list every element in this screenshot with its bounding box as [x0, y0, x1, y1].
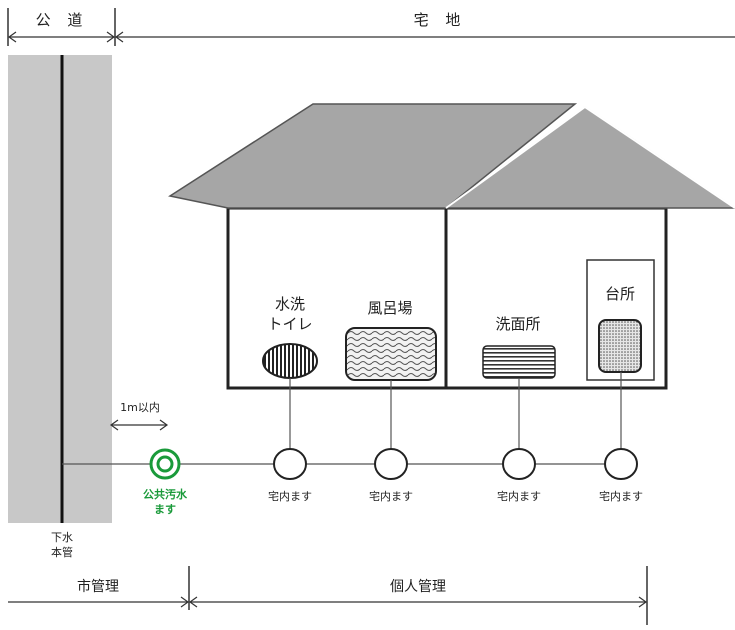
top-dimension [7, 8, 735, 46]
house-basin-label-4: 宅内ます [599, 489, 643, 503]
house [168, 103, 735, 390]
house-basin-2 [374, 448, 408, 480]
bath-label: 風呂場 [367, 299, 412, 317]
city-management-label: 市管理 [77, 578, 119, 595]
house-basin-4 [604, 448, 638, 480]
sewer-main-label-line2: 本管 [51, 545, 73, 559]
house-basin-3 [502, 448, 536, 480]
residential-land-label: 宅 地 [414, 11, 467, 29]
toilet-fixture [262, 343, 318, 379]
distance-label: 1m以内 [120, 400, 160, 414]
house-basin-label-2: 宅内ます [369, 489, 413, 503]
management-dimension [8, 566, 648, 625]
sewer-main-label-line1: 下水 [51, 531, 73, 544]
private-management-label: 個人管理 [390, 579, 446, 595]
toilet-label-line2: トイレ [267, 315, 312, 333]
house-basin-1 [273, 448, 307, 480]
house-basin-label-3: 宅内ます [497, 489, 541, 503]
kitchen-sink-fixture [598, 319, 642, 373]
house-basin-label-1: 宅内ます [268, 489, 312, 503]
drop-pipes [289, 372, 622, 449]
public-road-label: 公 道 [36, 11, 89, 29]
distance-arrow [109, 419, 169, 431]
washbasin-fixture [482, 345, 556, 379]
public-road-strip [8, 55, 112, 523]
bathtub-fixture [345, 327, 437, 381]
public-basin [149, 448, 181, 480]
roof-left [168, 103, 578, 209]
public-basin-label-line2: ます [154, 503, 176, 516]
house-basins [273, 448, 638, 480]
kitchen-label: 台所 [605, 285, 635, 303]
toilet-label-line1: 水洗 [275, 295, 305, 313]
washroom-label: 洗面所 [495, 315, 540, 333]
public-basin-label-line1: 公共汚水 [143, 487, 188, 501]
